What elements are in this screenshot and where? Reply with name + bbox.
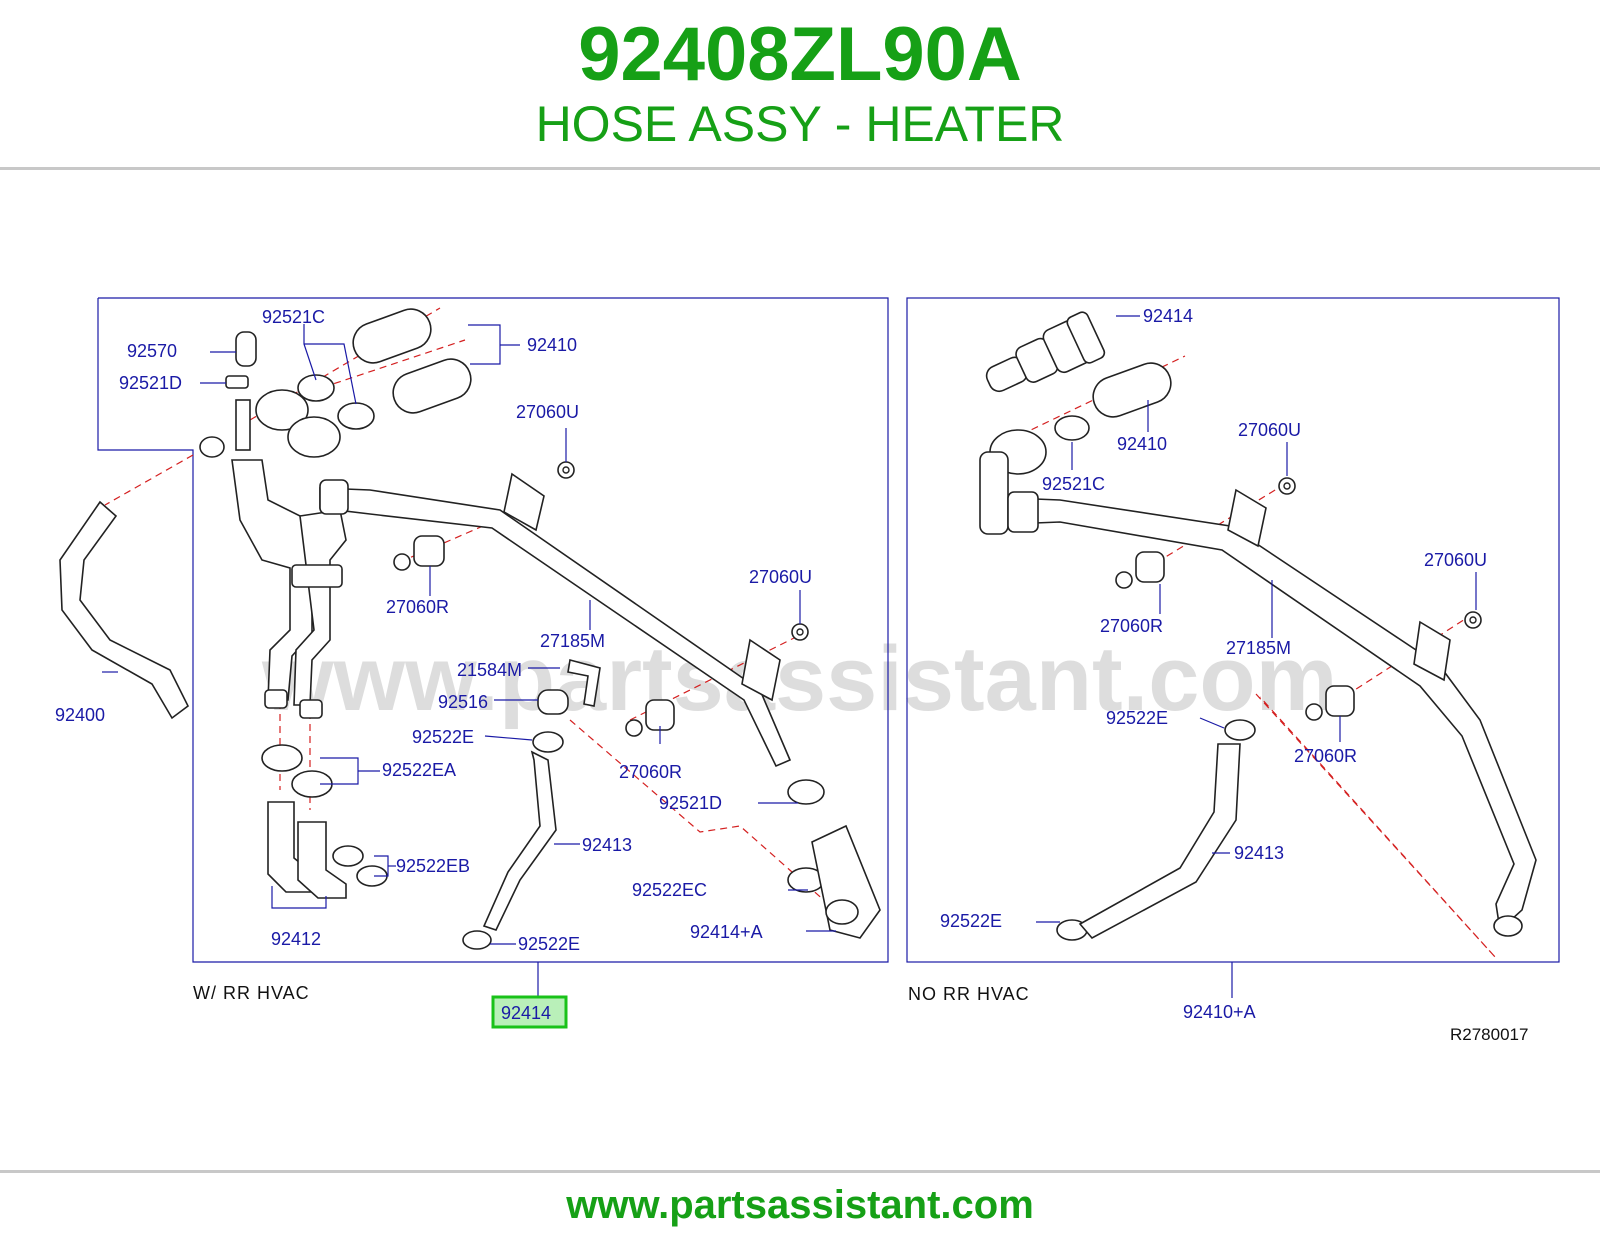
label-r-92522E[interactable]: 92522E	[1106, 708, 1168, 728]
label-r-92410+A[interactable]: 92410+A	[1183, 1002, 1256, 1022]
label-92522EC[interactable]: 92522EC	[632, 880, 707, 900]
part-name-subtitle: HOSE ASSY - HEATER	[535, 96, 1065, 152]
right-panel-labels: 92414 92410 27060U 92521C 27060U 27060R …	[908, 306, 1487, 1022]
label-92522EA[interactable]: 92522EA	[382, 760, 456, 780]
label-r-27060U-2[interactable]: 27060U	[1424, 550, 1487, 570]
left-panel-caption: W/ RR HVAC	[193, 983, 310, 1003]
label-92522EB[interactable]: 92522EB	[396, 856, 470, 876]
label-27060U[interactable]: 27060U	[516, 402, 579, 422]
right-panel-leaders	[1036, 315, 1477, 998]
right-panel-frame	[906, 297, 1560, 963]
label-r-92414[interactable]: 92414	[1143, 306, 1193, 326]
left-panel-leaders	[102, 324, 836, 998]
label-21584M[interactable]: 21584M	[457, 660, 522, 680]
label-92413[interactable]: 92413	[582, 835, 632, 855]
label-92410[interactable]: 92410	[527, 335, 577, 355]
label-27060R-2[interactable]: 27060R	[619, 762, 682, 782]
footer-url[interactable]: www.partsassistant.com	[566, 1183, 1034, 1227]
label-92570[interactable]: 92570	[127, 341, 177, 361]
label-r-27060U[interactable]: 27060U	[1238, 420, 1301, 440]
label-92522E-2[interactable]: 92522E	[518, 934, 580, 954]
footer-divider	[0, 1170, 1600, 1173]
label-92521C[interactable]: 92521C	[262, 307, 325, 327]
label-r-27060R[interactable]: 27060R	[1100, 616, 1163, 636]
label-92521D-2[interactable]: 92521D	[659, 793, 722, 813]
left-panel-frame	[97, 297, 889, 963]
label-r-92410[interactable]: 92410	[1117, 434, 1167, 454]
highlighted-part-label[interactable]: 92414	[501, 1003, 551, 1023]
right-panel-caption: NO RR HVAC	[908, 984, 1030, 1004]
page-header: 92408ZL90A HOSE ASSY - HEATER	[0, 0, 1600, 170]
label-92414+A[interactable]: 92414+A	[690, 922, 763, 942]
diagram-ref-code: R2780017	[1450, 1025, 1528, 1044]
label-r-92522E-2[interactable]: 92522E	[940, 911, 1002, 931]
label-92516[interactable]: 92516	[438, 692, 488, 712]
label-r-92413[interactable]: 92413	[1234, 843, 1284, 863]
label-92521D[interactable]: 92521D	[119, 373, 182, 393]
label-27060R[interactable]: 27060R	[386, 597, 449, 617]
watermark-text: www.partsassistant.com	[261, 628, 1337, 730]
label-92522E[interactable]: 92522E	[412, 727, 474, 747]
highlighted-part-callout[interactable]: 92414	[491, 995, 568, 1029]
label-r-27060R-2[interactable]: 27060R	[1294, 746, 1357, 766]
label-27185M[interactable]: 27185M	[540, 631, 605, 651]
label-r-92521C[interactable]: 92521C	[1042, 474, 1105, 494]
left-panel-drawings	[59, 307, 881, 950]
label-27060U-2[interactable]: 27060U	[749, 567, 812, 587]
left-panel-labels: 92521C 92570 92521D 92410 27060U 27060R …	[55, 307, 812, 1003]
label-r-27185M[interactable]: 27185M	[1226, 638, 1291, 658]
part-number-title: 92408ZL90A	[578, 12, 1022, 97]
label-92412[interactable]: 92412	[271, 929, 321, 949]
right-panel-drawings	[979, 311, 1537, 959]
header-divider	[0, 167, 1600, 170]
label-92400[interactable]: 92400	[55, 705, 105, 725]
